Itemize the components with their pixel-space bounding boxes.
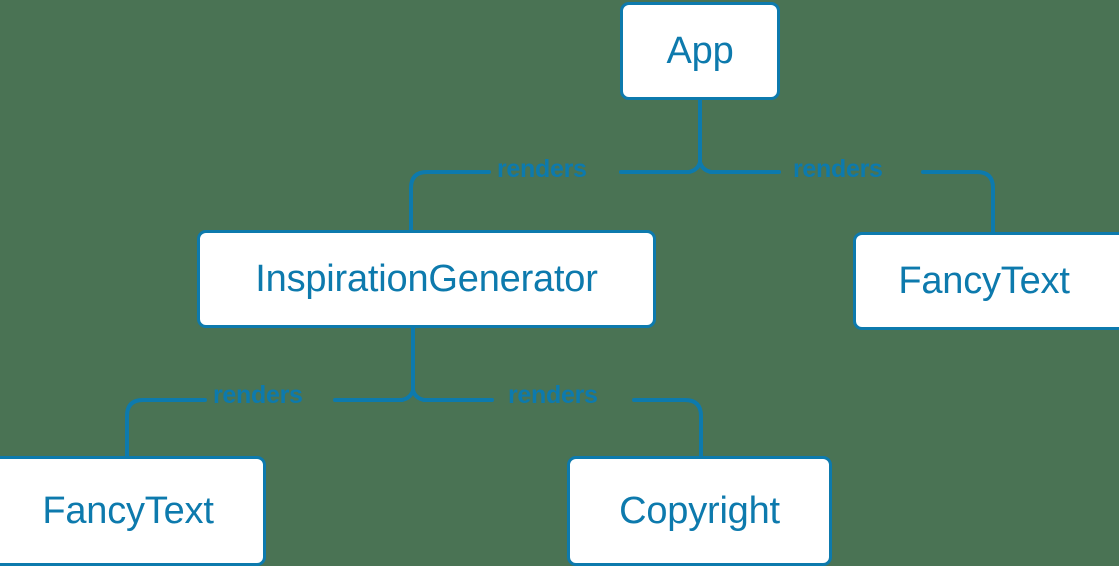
edge-app-junction-peak (687, 160, 713, 174)
node-inspiration-generator[interactable]: InspirationGenerator (197, 230, 656, 328)
edge-app-fancytext-right-seg (921, 170, 995, 234)
node-fancytext-right-label: FancyText (898, 260, 1070, 302)
node-fancytext-bottom-label: FancyText (42, 490, 214, 532)
node-inspiration-generator-label: InspirationGenerator (255, 258, 598, 300)
edge-ig-junction-peak (400, 388, 426, 402)
edge-label-app-inspiration: renders (497, 155, 587, 183)
edge-label-inspiration-copyright: renders (508, 381, 598, 409)
node-app[interactable]: App (620, 2, 780, 100)
edge-label-inspiration-fancytext: renders (213, 381, 303, 409)
edge-app-inspiration-left-seg (409, 170, 491, 232)
edge-ig-fancytext-left-seg (125, 398, 207, 458)
node-copyright[interactable]: Copyright (567, 456, 832, 566)
edge-label-app-fancytext: renders (793, 155, 883, 183)
node-fancytext-right[interactable]: FancyText (853, 232, 1119, 330)
node-fancytext-bottom[interactable]: FancyText (0, 456, 266, 566)
node-app-label: App (666, 30, 734, 72)
node-copyright-label: Copyright (619, 490, 780, 532)
edge-ig-copyright-right-seg (632, 398, 703, 458)
